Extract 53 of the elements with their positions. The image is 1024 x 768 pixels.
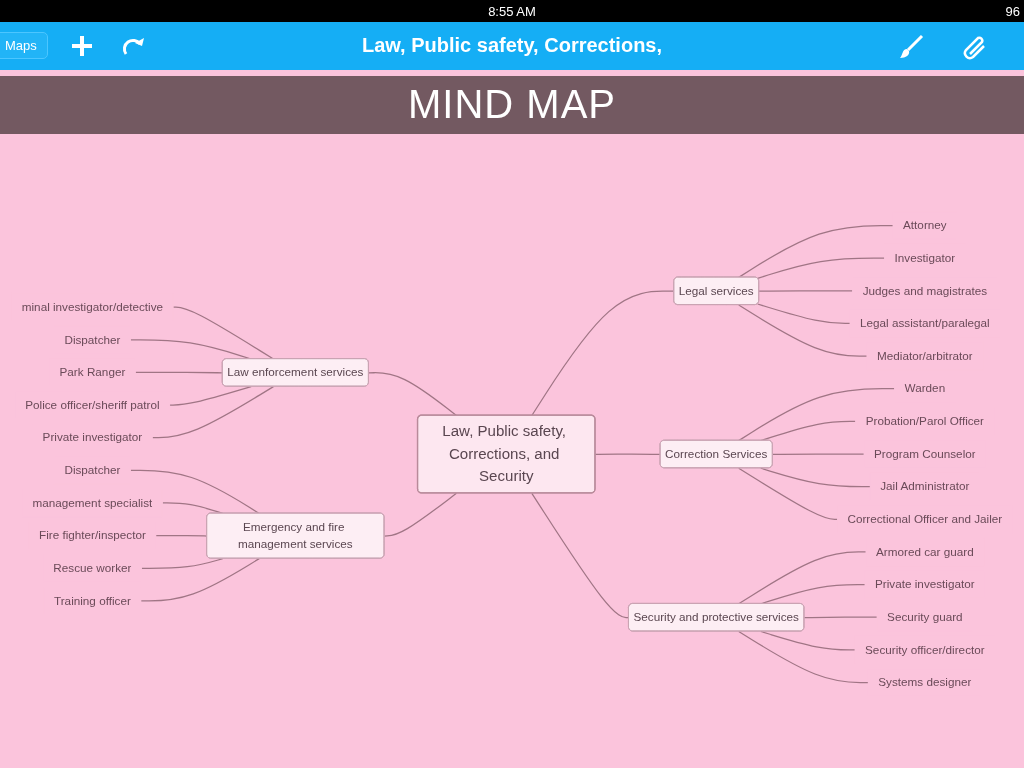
connector [738, 304, 868, 357]
node-text: Systems designer [878, 675, 972, 689]
connector [757, 257, 886, 279]
maps-button: Maps [0, 32, 48, 59]
connector [757, 303, 851, 325]
node-text: Rescue worker [53, 561, 132, 575]
connector [760, 467, 871, 488]
node-text: Security officer/director [865, 642, 985, 657]
node-text: Judges and magistrates [862, 283, 988, 298]
connector [758, 290, 854, 292]
battery-level: 96 [1005, 4, 1020, 19]
node-text: Police officer/sheriff patrol [25, 397, 160, 412]
connector [531, 290, 675, 417]
connector [738, 630, 869, 684]
node-text: Fire fighter/inspector [39, 528, 146, 542]
connector [803, 616, 878, 619]
node-text: Warden [904, 381, 946, 395]
connector [772, 453, 865, 456]
node-text: Program Counselor [874, 446, 976, 461]
node-text: Armored car guard [876, 544, 974, 559]
connector [594, 453, 662, 456]
node-text: Training officer [53, 593, 131, 608]
node-text: Mediator/arbitrator [876, 348, 973, 363]
connector [738, 551, 867, 605]
node-text: Investigator [894, 251, 956, 265]
connector [155, 534, 208, 537]
node-text: Correctional Officer and Jailer [847, 512, 1003, 526]
connector [531, 492, 630, 619]
node-text: Park Ranger [59, 365, 126, 379]
connector [134, 371, 224, 374]
title: MIND MAP [408, 82, 616, 126]
connector [738, 467, 839, 520]
node-text: Probation/Parol Officer [865, 414, 985, 428]
node-text: Dispatcher [64, 332, 121, 347]
toolbar-title: Law, Public safety, Corrections, [361, 34, 663, 56]
node-text: minal investigator/detective [21, 299, 164, 314]
connector [129, 469, 260, 515]
node-text: Dispatcher [64, 463, 121, 477]
connector [140, 558, 260, 602]
connector [383, 492, 457, 537]
node-text: management specialist [32, 495, 153, 510]
node-text: Private investigator [42, 430, 143, 444]
node-text: Attorney [903, 218, 947, 232]
node-text: Security guard [887, 610, 963, 624]
node-text: Jail Administrator [880, 479, 970, 493]
status-time: 8:55 AM [488, 4, 536, 19]
connector [151, 386, 275, 439]
connector [738, 224, 894, 278]
connector [368, 372, 457, 417]
connector [169, 386, 252, 406]
node-text: Legal assistant/paralegal [860, 316, 990, 330]
node-text: Private investigator [875, 577, 975, 591]
connector [738, 388, 896, 442]
